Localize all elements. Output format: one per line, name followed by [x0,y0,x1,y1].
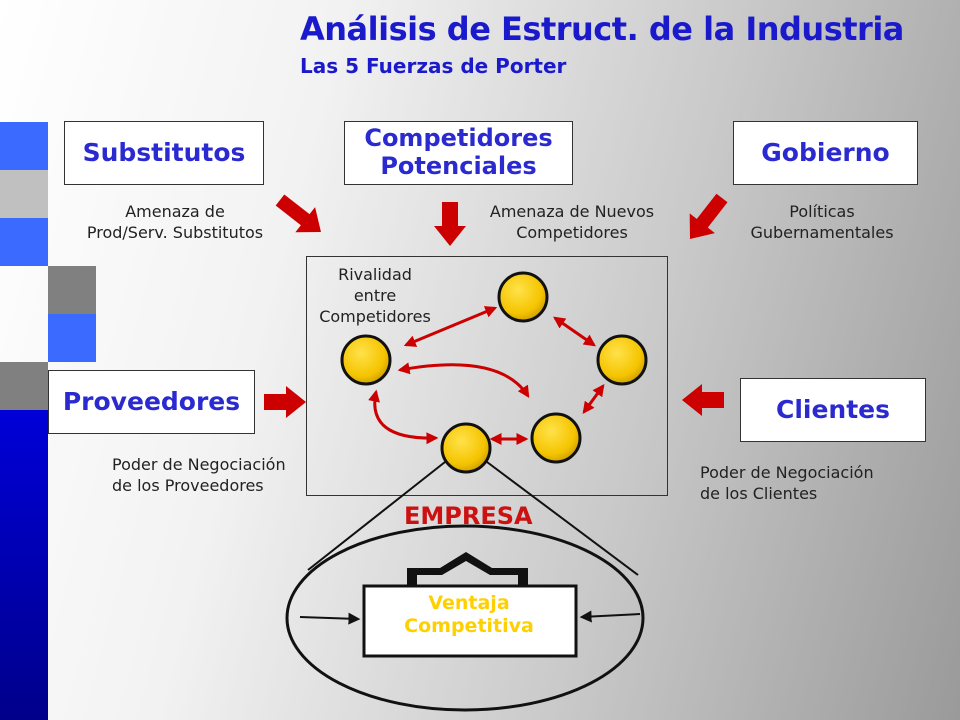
gobierno-box: Gobierno [733,121,918,185]
page-subtitle: Las 5 Fuerzas de Porter [300,54,567,78]
rivalry-arrow [397,362,530,399]
rivalidad-line1: Rivalidad [338,265,412,284]
strip-block [0,122,48,170]
competitor-circle [530,412,582,464]
substitutos-label: Substitutos [82,137,246,167]
substitutos-box: Substitutos [64,121,264,185]
force-arrow-competidores [434,202,466,246]
zoom-line-left [307,461,446,571]
competitor-circle [497,271,549,323]
competidores-label-line1: Competidores [364,124,553,153]
page-title: Análisis de Estruct. de la Industria [300,10,904,48]
competitor-circles [340,271,648,474]
clientes-box: Clientes [740,378,926,442]
ventaja-arrow-right [579,610,641,623]
rivalidad-line2: entre [353,285,397,305]
ventaja-arrow-shape [407,552,528,586]
rivalry-arrow [403,306,498,347]
force-arrow-proveedores [264,386,306,418]
poder-proveedores-label: Poder de Negociación de los Proveedores [112,455,286,497]
strip-block [0,410,48,720]
force-arrow-substitutos [275,194,321,233]
proveedores-box: Proveedores [48,370,255,434]
rivalidad-line3: Competidores [319,306,431,326]
ventaja-line2: Competitiva [404,614,534,637]
competidores-potenciales-box: Competidores Potenciales [344,121,573,185]
strip-block [48,314,96,362]
poder-prov-line1: Poder de Negociación [112,455,286,474]
gobierno-label: Gobierno [761,137,890,167]
ventaja-arrow-left [299,612,361,625]
company-circle [440,422,492,474]
ventaja-box [362,584,578,658]
poder-clientes-label: Poder de Negociación de los Clientes [700,463,874,505]
rivalry-frame [306,256,668,496]
empresa-label: EMPRESA [404,502,533,530]
empresa-ellipse [285,524,645,712]
rivalry-arrow [368,389,439,445]
strip-block [48,266,96,314]
amenaza-substitutos-label: Amenaza de Prod/Serv. Substitutos [60,202,290,244]
strip-block [0,218,48,266]
zoom-line-right [486,461,639,576]
amenaza-sub-line2: Prod/Serv. Substitutos [86,222,264,242]
politicas-line2: Gubernamentales [750,222,894,242]
strip-block [0,362,48,410]
competitor-circle [340,334,392,386]
proveedores-label: Proveedores [62,386,241,416]
poder-prov-line2: de los Proveedores [112,475,264,495]
rivalidad-label: Rivalidad entre Competidores [300,265,450,327]
rivalry-arrow [582,384,605,414]
clientes-label: Clientes [775,394,891,424]
competidores-label-line2: Potenciales [380,152,537,180]
politicas-label: Políticas Gubernamentales [722,202,922,244]
amenaza-sub-line1: Amenaza de [125,202,225,221]
force-arrow-clientes [682,384,724,416]
ventaja-label: Ventaja Competitiva [364,592,574,638]
poder-cli-line2: de los Clientes [700,483,818,503]
politicas-line1: Políticas [789,202,855,221]
strip-block [0,170,48,218]
amenaza-nuevos-line1: Amenaza de Nuevos [489,202,655,221]
force-arrow-gobierno [689,193,728,239]
ventaja-line1: Ventaja [428,592,510,614]
amenaza-nuevos-line2: Competidores [516,222,628,242]
amenaza-nuevos-label: Amenaza de Nuevos Competidores [462,202,682,244]
poder-cli-line1: Poder de Negociación [700,463,874,482]
rivalry-arrow [553,316,596,347]
rivalry-arrows [368,306,605,445]
competitor-circle [596,334,648,386]
